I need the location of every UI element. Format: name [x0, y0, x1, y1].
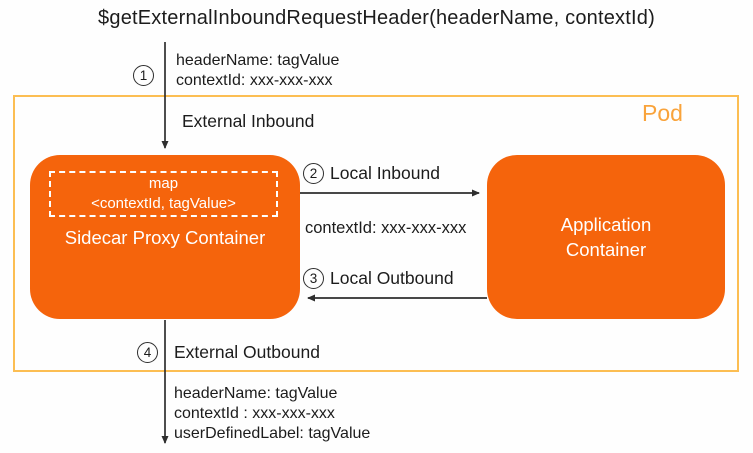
step3-row: 3 Local Outbound — [303, 268, 454, 289]
sidecar-proxy-container: map <contextId, tagValue> Sidecar Proxy … — [30, 155, 300, 319]
step3-number-badge: 3 — [303, 268, 324, 289]
map-entry: <contextId, tagValue> — [91, 195, 236, 212]
application-container: Application Container — [487, 155, 725, 319]
step4-annotation: headerName: tagValue contextId : xxx-xxx… — [174, 384, 370, 444]
step2-row: 2 Local Inbound — [303, 163, 440, 184]
diagram-title: $getExternalInboundRequestHeader(headerN… — [98, 7, 655, 29]
step1-annotation: headerName: tagValue contextId: xxx-xxx-… — [176, 51, 339, 90]
step1-annotation-line1: headerName: tagValue — [176, 52, 340, 69]
step4-annotation-line3: userDefinedLabel: tagValue — [174, 425, 371, 442]
step4-annotation-line1: headerName: tagValue — [174, 385, 338, 402]
step4-annotation-line2: contextId : xxx-xxx-xxx — [174, 405, 335, 422]
step2-annotation: contextId: xxx-xxx-xxx — [305, 219, 467, 237]
map-title: map — [148, 175, 179, 192]
external-outbound-label: External Outbound — [174, 342, 320, 362]
pod-label: Pod — [642, 100, 683, 126]
local-inbound-label: Local Inbound — [330, 163, 440, 183]
local-outbound-label: Local Outbound — [330, 268, 454, 288]
step4-number-badge: 4 — [137, 342, 158, 363]
application-label-line2: Container — [565, 239, 647, 260]
step1-number-badge: 1 — [133, 65, 154, 86]
external-inbound-label: External Inbound — [182, 111, 315, 131]
sidecar-label: Sidecar Proxy Container — [64, 227, 266, 248]
application-label-line1: Application — [560, 214, 652, 235]
context-map-box: map <contextId, tagValue> — [49, 171, 278, 217]
pod-boundary — [13, 95, 739, 372]
step1-annotation-line2: contextId: xxx-xxx-xxx — [176, 71, 333, 89]
step2-number-badge: 2 — [303, 163, 324, 184]
